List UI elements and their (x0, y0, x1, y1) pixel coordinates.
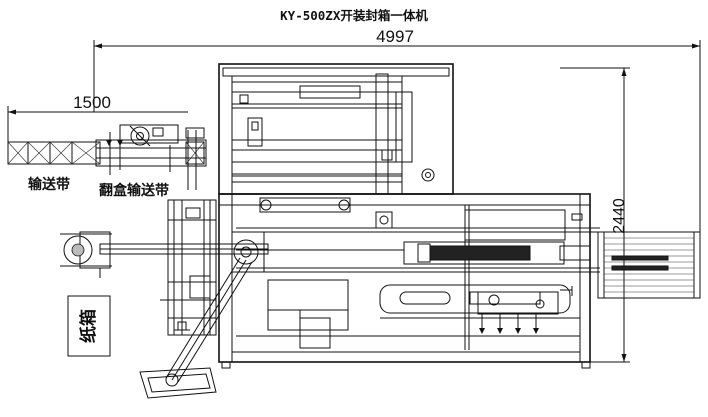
box-forming-section (160, 199, 217, 336)
drawing-title: KY-500ZX开装封箱一体机 (280, 8, 428, 23)
flip-box-conveyor-label: 翻盒输送带 (99, 182, 169, 199)
overall-height-value: 2440 (611, 198, 628, 234)
infeed-length-value: 1500 (73, 93, 111, 112)
carton-label: 纸箱 (78, 309, 99, 343)
infeed-conveyor (7, 139, 207, 167)
outfeed-roller-conveyor (597, 231, 701, 299)
upper-frame (218, 63, 590, 195)
pivot-hub (231, 231, 404, 273)
carton-box: 纸箱 (67, 295, 111, 357)
overall-height-dimension: 2440 (560, 67, 630, 363)
swing-arm (139, 257, 253, 399)
infeed-length-dimension: 1500 (7, 93, 188, 142)
tape-head-assembly (477, 286, 573, 334)
machine-feet (221, 361, 591, 369)
box-feed-conveyor (60, 231, 269, 278)
overall-length-dimension: 4997 (93, 27, 701, 235)
conveyor-label: 输送带 (28, 176, 70, 193)
flip-box-mechanism (106, 124, 205, 190)
lower-frame (218, 193, 600, 363)
overall-length-value: 4997 (376, 27, 414, 46)
